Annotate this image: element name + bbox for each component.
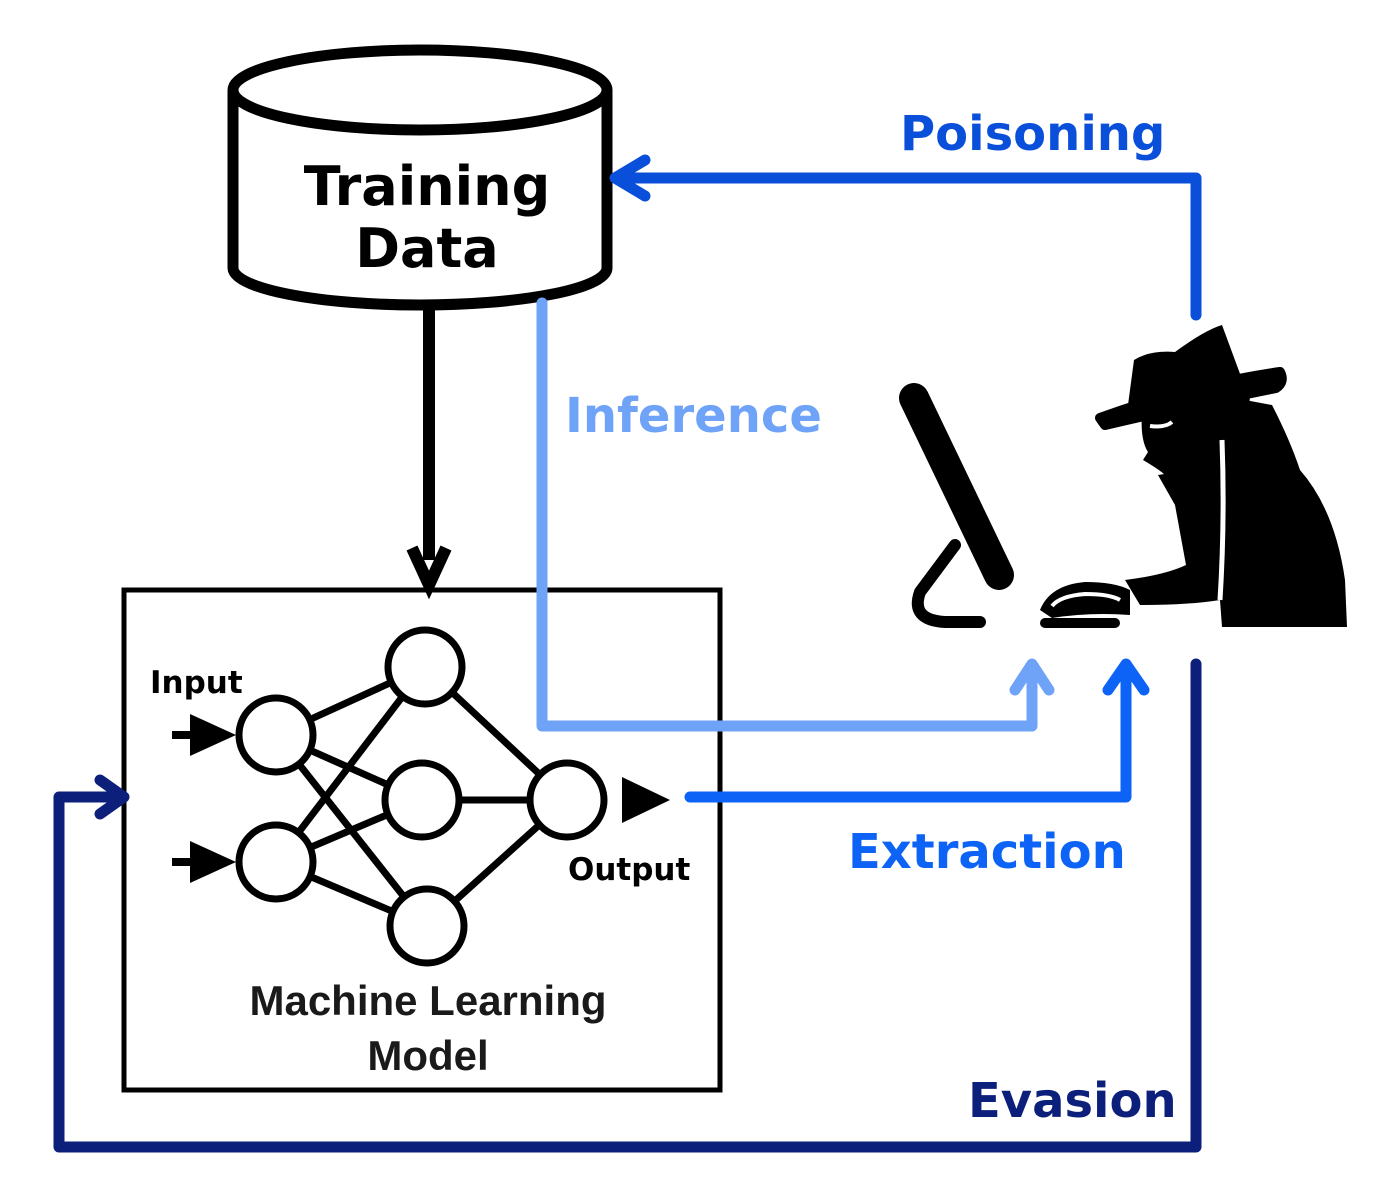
- database-cylinder-icon: [227, 90, 613, 311]
- extraction-arrow: [684, 658, 1150, 803]
- input-arrow-1: [172, 714, 236, 756]
- database-label-line2: Data: [355, 217, 499, 280]
- evasion-arrow: [53, 658, 1202, 1153]
- model-label-line1: Machine Learning: [249, 977, 606, 1024]
- database-label-line1: Training: [304, 155, 551, 218]
- training-data-database: Training Data: [227, 44, 613, 311]
- model-label-line2: Model: [367, 1032, 488, 1079]
- output-node: [526, 759, 608, 841]
- inference-label: Inference: [565, 388, 822, 444]
- hidden-node-3: [386, 885, 468, 967]
- hacker-at-computer-icon: [899, 325, 1347, 628]
- output-arrow: [622, 777, 670, 823]
- extraction-label: Extraction: [848, 824, 1126, 880]
- input-arrow-2: [172, 841, 236, 883]
- inference-arrow: [536, 297, 1055, 732]
- input-node-1: [235, 694, 317, 776]
- neural-network-icon: [235, 626, 608, 967]
- evasion-label: Evasion: [968, 1073, 1177, 1129]
- model-box: [121, 587, 723, 1093]
- input-node-2: [235, 821, 317, 903]
- hidden-node-1: [384, 626, 466, 708]
- hidden-node-2: [381, 759, 463, 841]
- input-label: Input: [150, 665, 243, 701]
- training-arrow: [406, 310, 452, 600]
- poisoning-arrow: [609, 154, 1202, 321]
- poisoning-label: Poisoning: [900, 106, 1165, 162]
- output-label: Output: [568, 852, 691, 888]
- database-top-ellipse: [227, 44, 613, 136]
